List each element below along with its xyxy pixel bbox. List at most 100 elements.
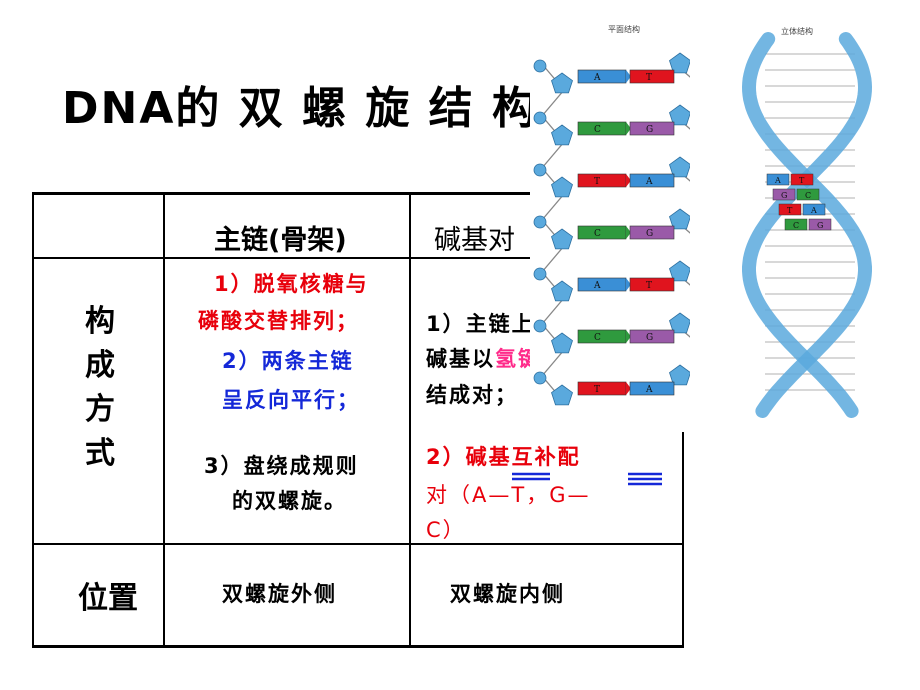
helix-base-label: G — [781, 191, 787, 200]
phosphate-circle — [533, 59, 547, 73]
helix-base-right-T — [790, 173, 814, 186]
base-label: T — [646, 73, 652, 83]
sugar-pentagon — [551, 332, 573, 354]
bond-marks — [512, 472, 662, 486]
table-line-top — [32, 192, 684, 195]
sugar-pentagon — [669, 104, 691, 126]
base-right-G — [629, 225, 675, 240]
table-line-col2 — [409, 192, 411, 648]
header-base-pair: 碱基对 — [434, 225, 515, 256]
main-chain-item2-line2: 呈反向平行； — [222, 388, 360, 412]
sugar-pentagon — [551, 72, 573, 94]
base-label: A — [593, 281, 601, 291]
sugar-pentagon — [669, 208, 691, 230]
sugar-pentagon — [551, 176, 573, 198]
base-right-A — [629, 173, 675, 188]
helix-base-label: T — [799, 176, 805, 185]
main-chain-item2-line1: 2）两条主链 — [222, 349, 354, 373]
main-chain-item1-line1: 1）脱氧核糖与 — [214, 272, 369, 296]
table-line-bottom — [32, 645, 684, 648]
phosphate-circle — [533, 267, 547, 281]
base-left-C — [577, 225, 627, 240]
base-label: C — [594, 125, 601, 135]
base-left-tip — [626, 70, 631, 83]
base-label: A — [645, 177, 653, 187]
sugar-pentagon — [551, 228, 573, 250]
helix-base-right-G — [808, 218, 832, 231]
base-left-A — [577, 69, 627, 84]
base-label: A — [593, 73, 601, 83]
base-label: T — [594, 385, 600, 395]
table-line-right — [682, 420, 684, 648]
base-left-T — [577, 381, 627, 396]
base-left-tip — [626, 226, 631, 239]
base-label: C — [594, 229, 601, 239]
base-left-C — [577, 329, 627, 344]
phosphate-circle — [533, 215, 547, 229]
sugar-pentagon — [669, 52, 691, 74]
base-pair-item1-line3: 结成对； — [426, 383, 518, 407]
phosphate-circle — [533, 163, 547, 177]
flat-structure-label: 平面结构 — [608, 24, 640, 34]
helix-base-label: G — [817, 221, 823, 230]
row-label-char: 构 — [85, 304, 115, 339]
helix-base-left-A — [766, 173, 790, 186]
sugar-pentagon — [669, 156, 691, 178]
base-right-T — [629, 69, 675, 84]
table-line-col1 — [163, 192, 165, 648]
base-left-tip — [626, 278, 631, 291]
text-part: 碱基以 — [426, 347, 495, 371]
helix-base-left-T — [778, 203, 802, 216]
sugar-pentagon — [551, 124, 573, 146]
base-right-G — [629, 121, 675, 136]
table-line-left — [32, 192, 34, 648]
helix-base-label: T — [787, 206, 793, 215]
sugar-pentagon — [669, 260, 691, 282]
position-main-chain: 双螺旋外侧 — [222, 582, 337, 606]
main-chain-item3-line1: 3）盘绕成规则 — [204, 454, 359, 478]
base-left-tip — [626, 330, 631, 343]
base-label: C — [594, 333, 601, 343]
row-label-char: 式 — [85, 436, 115, 471]
helix-structure-label: 立体结构 — [781, 26, 813, 36]
header-main-chain: 主链(骨架) — [214, 225, 347, 256]
base-left-tip — [626, 174, 631, 187]
base-pair-item2-line3: C） — [426, 518, 466, 542]
row-label-char: 成 — [85, 348, 115, 383]
row-label-position: 位置 — [78, 581, 138, 616]
base-pair-item2-line2: 对（A—T，G— — [426, 483, 591, 507]
base-label: G — [646, 125, 653, 135]
base-right-T — [629, 277, 675, 292]
helix-base-label: A — [810, 206, 817, 215]
sugar-pentagon — [551, 384, 573, 406]
base-label: G — [646, 229, 653, 239]
base-label: G — [646, 333, 653, 343]
main-chain-item1-line2: 磷酸交替排列； — [198, 309, 359, 333]
base-label: T — [646, 281, 652, 291]
phosphate-circle — [533, 371, 547, 385]
helix-base-label: C — [793, 221, 799, 230]
base-right-A — [629, 381, 675, 396]
phosphate-circle — [533, 111, 547, 125]
base-left-tip — [626, 382, 631, 395]
base-left-C — [577, 121, 627, 136]
helix-base-label: A — [774, 176, 781, 185]
helix-base-label: C — [805, 191, 811, 200]
position-base-pair: 双螺旋内侧 — [450, 582, 565, 606]
base-label: A — [645, 385, 653, 395]
helix-base-right-C — [796, 188, 820, 201]
base-left-A — [577, 277, 627, 292]
base-pair-item2-line1: 2）碱基互补配 — [426, 445, 581, 469]
row-label-char: 方 — [85, 392, 115, 427]
helix-base-left-G — [772, 188, 796, 201]
flat-structure-svg: 平面结构 A T C G T A C G A T C G T A — [533, 24, 722, 406]
sugar-pentagon — [669, 364, 691, 386]
base-left-tip — [626, 122, 631, 135]
table-line-header — [32, 257, 684, 259]
base-left-T — [577, 173, 627, 188]
main-chain-item3-line2: 的双螺旋。 — [232, 489, 347, 513]
phosphate-circle — [533, 319, 547, 333]
base-label: T — [594, 177, 600, 187]
helix-strand-one — [742, 32, 873, 418]
